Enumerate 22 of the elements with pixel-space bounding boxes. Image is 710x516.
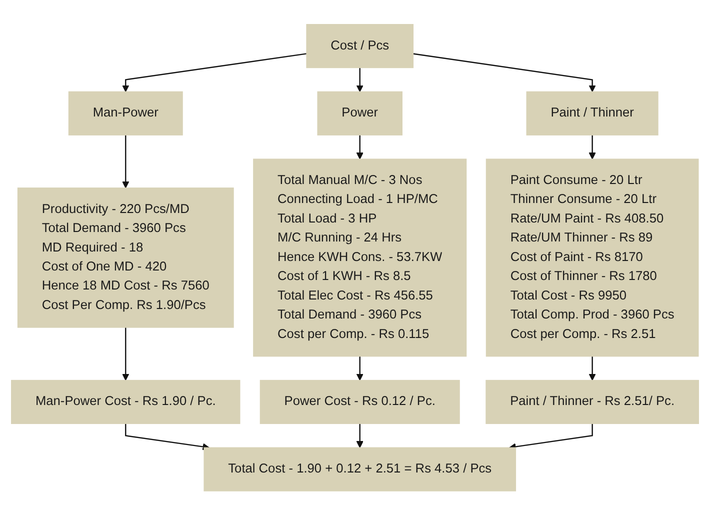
node-box: Man-Power	[68, 92, 183, 136]
arrow	[413, 54, 596, 92]
arrow	[356, 68, 364, 92]
arrow	[588, 356, 596, 381]
arrow	[122, 135, 130, 189]
arrow	[356, 356, 364, 381]
node-box: Man-Power Cost - Rs 1.90 / Pc.	[11, 380, 240, 424]
arrow	[356, 135, 364, 160]
node-box: Power	[317, 92, 402, 136]
arrow	[588, 135, 596, 160]
node-box: Paint Consume - 20 Ltr Thinner Consume - 20 Ltr Rate/UM Paint - Rs 408.50 Rate/UM Thinner - Rs 89 Cost of Paint - Rs 8170 Cost of Thinner - Rs 1780 Total Cost - Rs 9950 Total Comp. Prod - 3960 Pcs Cost per Comp. - Rs 2.51	[486, 159, 699, 357]
node-box: Total Manual M/C - 3 Nos Connecting Load - 1 HP/MC Total Load - 3 HP M/C Running - 24 Hrs Hence KWH Cons. - 53.7KW Cost of 1 KWH - Rs 8.5 Total Elec Cost - Rs 456.55 Total Demand - 3960 Pcs Cost per Comp. - Rs 0.115	[253, 159, 467, 357]
arrow	[122, 328, 130, 381]
node-box: Cost / Pcs	[306, 24, 414, 68]
arrow	[125, 424, 210, 451]
node-box: Paint / Thinner	[526, 92, 658, 136]
node-box: Power Cost - Rs 0.12 / Pc.	[260, 380, 460, 424]
node-box: Total Cost - 1.90 + 0.12 + 2.51 = Rs 4.53 / Pcs	[204, 448, 516, 492]
arrow	[356, 424, 364, 448]
node-box: Productivity - 220 Pcs/MD Total Demand - 3960 Pcs MD Required - 18 Cost of One MD - 420 Hence 18 MD Cost - Rs 7560 Cost Per Comp. Rs 1.90/Pcs	[17, 188, 234, 328]
arrow	[122, 53, 307, 92]
node-box: Paint / Thinner - Rs 2.51/ Pc.	[486, 380, 699, 424]
